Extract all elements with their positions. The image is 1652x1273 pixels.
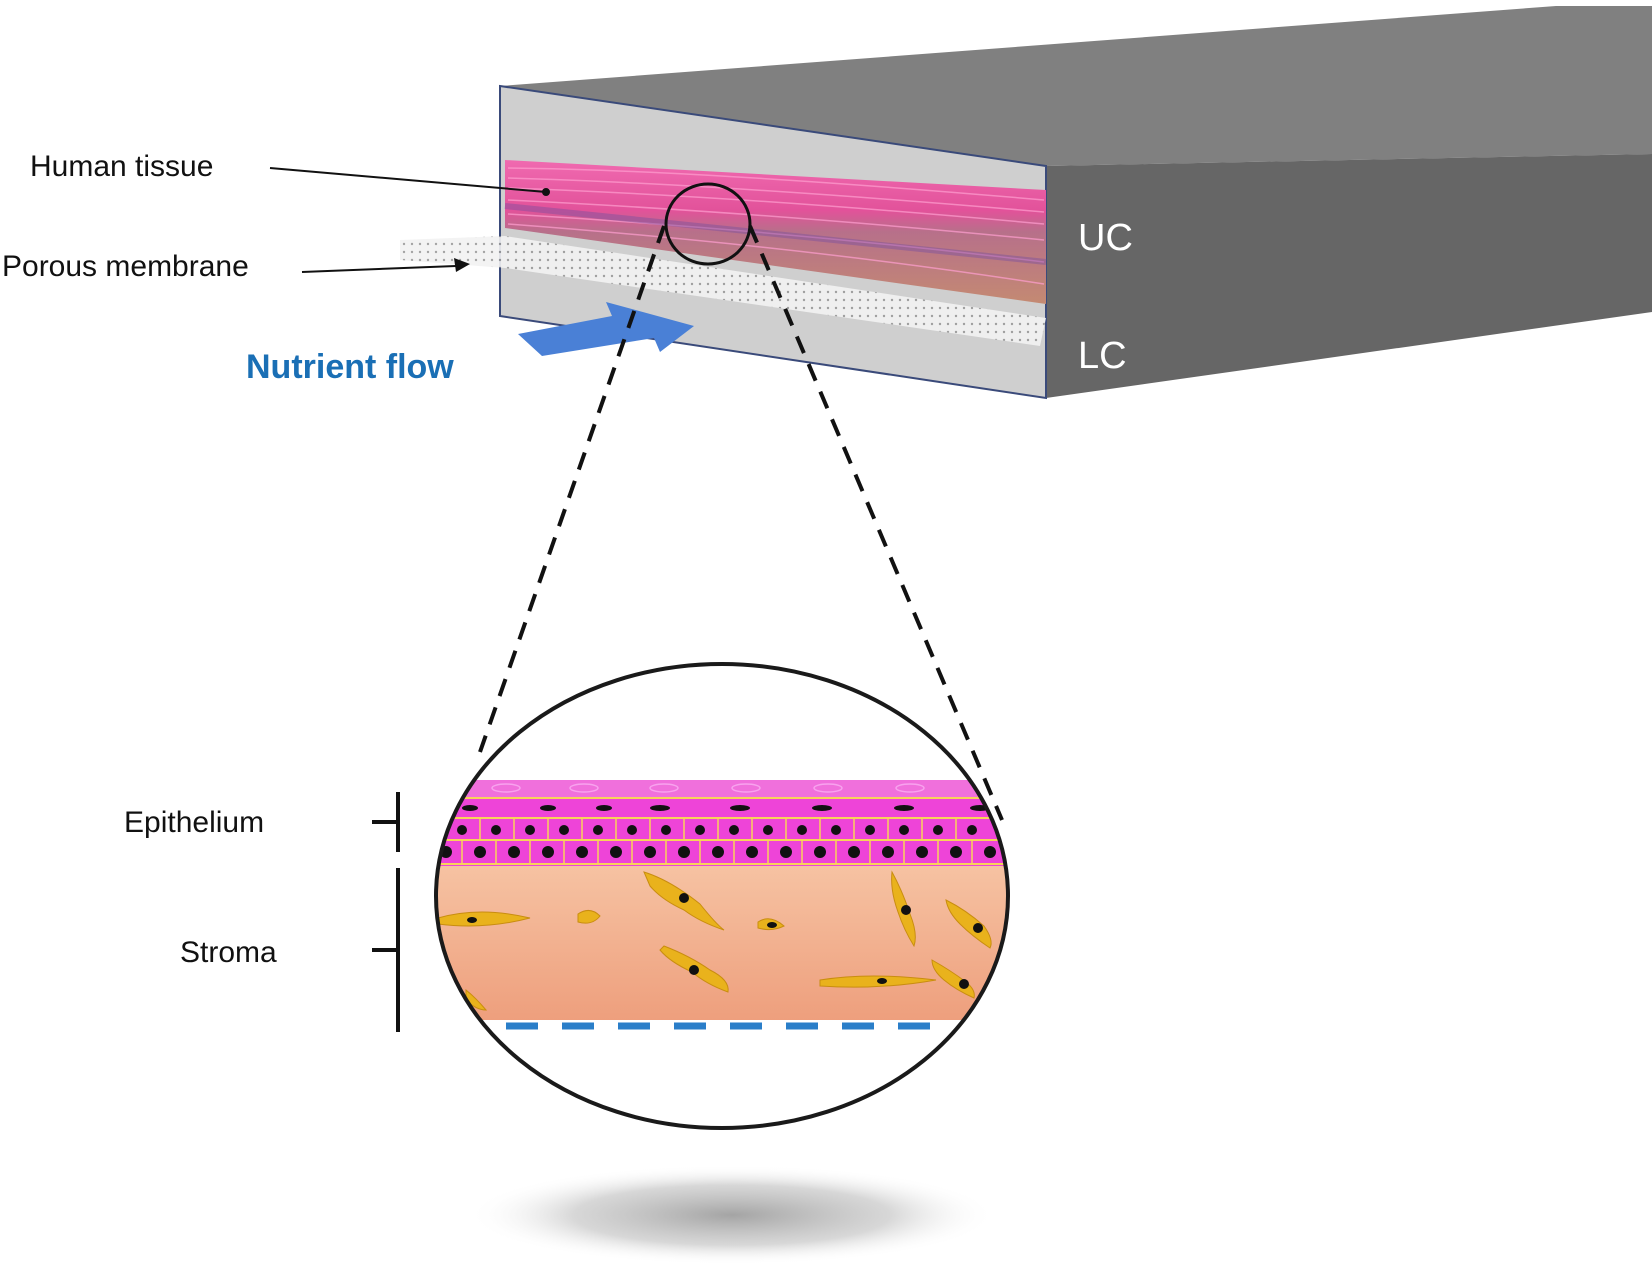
zoom-line-right [748, 225, 1004, 821]
zoom-source-circle [664, 182, 752, 266]
epithelium-label: Epithelium [124, 806, 264, 839]
stroma-label: Stroma [180, 936, 277, 969]
human-tissue-pointer [542, 188, 550, 196]
tissue-fibres [507, 167, 1045, 285]
human-tissue-label: Human tissue [30, 150, 213, 183]
human-tissue-leader [269, 167, 547, 193]
magnified-view [434, 662, 1010, 1130]
zoom-line-left [478, 225, 666, 753]
microfluidic-chip [400, 6, 1652, 400]
porous-membrane-label: Porous membrane [2, 250, 249, 283]
porous-membrane-arrowhead [454, 258, 470, 272]
nutrient-flow-arrow [518, 302, 694, 356]
lower-chamber-label: LC [1078, 335, 1127, 377]
chip-side-face [1046, 154, 1652, 398]
porous-membrane-sheet [400, 236, 1046, 346]
epithelium-bracket [372, 792, 400, 852]
nutrient-flow-label: Nutrient flow [246, 348, 454, 386]
human-tissue-slab [505, 160, 1046, 304]
upper-chamber-label: UC [1078, 217, 1133, 259]
epithelium-layer [436, 780, 1008, 866]
magnified-outline [434, 662, 1010, 1130]
stroma-bracket [372, 868, 400, 1032]
chip-top-face [500, 6, 1652, 166]
stroma-layer [436, 864, 1008, 1020]
magnified-shadow [468, 1165, 996, 1265]
porous-membrane-leader [301, 265, 457, 273]
